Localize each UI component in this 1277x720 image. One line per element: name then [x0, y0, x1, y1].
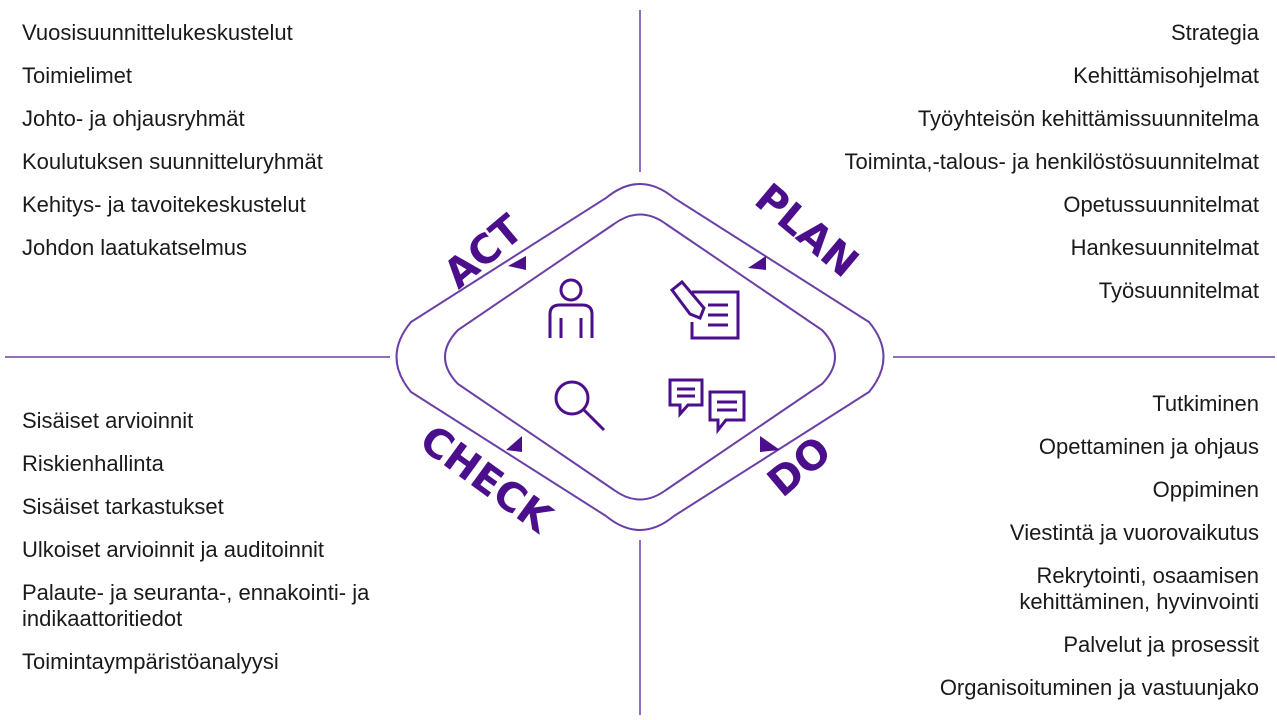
outer-cycle-ring [395, 183, 885, 531]
list-item: Viestintä ja vuorovaikutus [1009, 520, 1259, 545]
list-item: Työsuunnitelmat [1098, 278, 1259, 303]
person-icon [548, 278, 594, 338]
list-item: Toiminta,-talous- ja henkilöstösuunnitel… [844, 149, 1259, 174]
list-item: Palaute- ja seuranta-, ennakointi- ja in… [22, 580, 370, 631]
do-list: Tutkiminen Opettaminen ja ohjaus Oppimin… [929, 391, 1259, 718]
arrow-plan [748, 256, 766, 270]
label-do: DO [759, 428, 840, 506]
arrow-check [506, 436, 522, 452]
list-item: Työyhteisön kehittämissuunnitelma [917, 106, 1259, 131]
list-item: Toimintaympäristöanalyysi [22, 649, 279, 674]
list-item: Sisäiset tarkastukset [22, 494, 224, 519]
list-item: Opetussuunnitelmat [1063, 192, 1259, 217]
list-item: Opettaminen ja ohjaus [1038, 434, 1259, 459]
list-item: Oppiminen [1152, 477, 1259, 502]
check-list: Sisäiset arvioinnit Riskienhallinta Sisä… [22, 408, 502, 692]
list-item: Kehitys- ja tavoitekeskustelut [22, 192, 306, 217]
plan-list: Strategia Kehittämisohjelmat Työyhteisön… [844, 20, 1259, 321]
list-item: Vuosisuunnittelukeskustelut [22, 20, 293, 45]
list-item: Tutkiminen [1152, 391, 1259, 416]
arrow-act [508, 256, 526, 270]
list-item: Rekrytointi, osaamisen kehittäminen, hyv… [1019, 563, 1259, 614]
list-item: Hankesuunnitelmat [1070, 235, 1259, 260]
list-item: Sisäiset arvioinnit [22, 408, 194, 433]
list-item: Organisoituminen ja vastuunjako [939, 675, 1259, 700]
list-item: Johdon laatukatselmus [22, 235, 248, 260]
list-item: Riskienhallinta [22, 451, 164, 476]
magnifier-icon [554, 380, 606, 432]
label-act: ACT [435, 206, 532, 298]
arrow-do [760, 436, 780, 452]
list-item: Koulutuksen suunnitteluryhmät [22, 149, 323, 174]
inner-cycle-ring [444, 213, 836, 501]
act-list: Vuosisuunnittelukeskustelut Toimielimet … [22, 20, 323, 278]
list-item: Johto- ja ohjausryhmät [22, 106, 245, 131]
list-item: Strategia [1170, 20, 1259, 45]
document-edit-icon [669, 279, 740, 340]
list-item: Ulkoiset arvioinnit ja auditoinnit [22, 537, 325, 562]
chat-bubbles-icon [668, 378, 746, 435]
list-item: Kehittämisohjelmat [1073, 63, 1259, 88]
list-item: Palvelut ja prosessit [1063, 632, 1259, 657]
list-item: Toimielimet [22, 63, 133, 88]
